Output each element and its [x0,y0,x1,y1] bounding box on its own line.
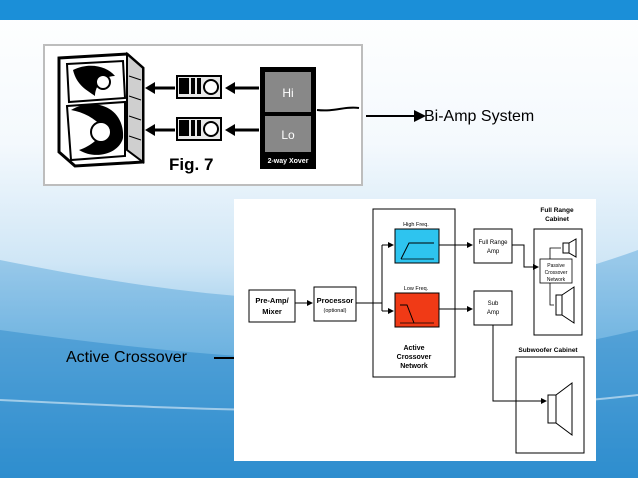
subwoofer-driver-icon [547,394,557,424]
sub-amp-label-1: Sub [488,301,499,307]
passive-label-1: Passive [547,263,565,269]
high-freq-label: High Freq. [403,222,429,228]
sub-amp-label-2: Amp [487,310,500,316]
subwoofer-cabinet-label: Subwoofer Cabinet [518,347,578,354]
amplifier-upper-icon [176,75,222,99]
full-range-cabinet-label-1: Full Range [540,207,574,214]
signal-arrow-lower-amp [225,124,259,136]
bi-amp-arrow [366,110,426,122]
signal-arrow-lower [145,124,175,136]
high-pass-filter-icon [394,228,440,264]
low-freq-label: Low Freq. [404,286,429,292]
amplifier-lower-icon [176,117,222,141]
fig7-caption-text: Fig. 7 [169,155,213,174]
tweeter-icon [562,242,570,254]
preamp-label-1: Pre-Amp/ [255,296,289,305]
crossover-label-3: Network [400,363,428,370]
fig7-caption: Fig. 7 [169,155,213,174]
lo-label: Lo [281,128,295,142]
preamp-mixer-box: Pre-Amp/ Mixer [248,289,296,323]
subwoofer-cabinet-box [515,356,585,454]
passive-crossover-box: Passive Crossover Network [539,258,573,284]
processor-note: (optional) [324,308,347,314]
crossover-label-1: Active [403,345,424,352]
speaker-cabinet-icon [57,51,145,168]
low-pass-filter-icon [394,292,440,328]
processor-box: Processor (optional) [313,286,357,322]
passive-label-2: Crossover [545,270,568,276]
full-range-amp-label-2: Amp [487,249,500,255]
xover-label: 2-way Xover [268,158,309,165]
passive-to-tweeter-line [549,247,561,259]
signal-flow-diagram: Pre-Amp/ Mixer Processor (optional) Acti… [248,207,585,454]
signal-arrow-upper [145,82,175,94]
full-range-cabinet-label-2: Cabinet [545,216,570,223]
sub-amp-box: Sub Amp [473,290,513,326]
hi-label: Hi [282,86,293,100]
sub-amp-to-subwoofer-arrow [492,325,547,404]
top-accent-bar [0,0,638,20]
full-range-amp-label-1: Full Range [478,240,508,246]
passive-label-3: Network [547,277,566,283]
active-crossover-diagram: Pre-Amp/ Mixer Processor (optional) Acti… [234,199,596,461]
crossover-unit: Hi Lo 2-way Xover [260,67,316,169]
bi-amp-system-label: Bi-Amp System [424,108,535,125]
processor-label: Processor [317,296,354,305]
preamp-label-2: Mixer [262,307,282,316]
fig7-illustration: Hi Lo 2-way Xover Fig. 7 [43,44,363,186]
biamp-drawing: Hi Lo 2-way Xover Fig. 7 [57,51,360,174]
woofer-icon [555,294,563,316]
input-wire [316,106,360,112]
active-crossover-label: Active Crossover [66,349,187,366]
full-range-amp-box: Full Range Amp [473,228,513,264]
passive-to-woofer-line [549,283,554,306]
crossover-label-2: Crossover [397,354,432,361]
signal-arrow-upper-amp [225,82,259,94]
amp-to-passive-arrow [512,244,539,270]
